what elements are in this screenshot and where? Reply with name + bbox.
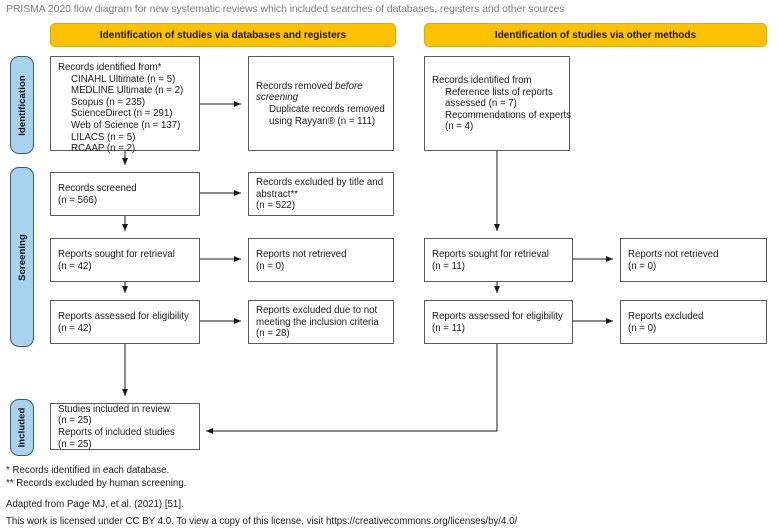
footnote-adapted-from: Adapted from Page MJ, et al. (2021) [51]… (6, 499, 184, 510)
studies-included-label: Studies included in review (58, 403, 171, 415)
removed-line-2: screening (256, 92, 387, 104)
removed-line-1: Records removed before (256, 81, 387, 93)
box-reports-sought-left: Reports sought for retrieval (n = 42) (50, 238, 200, 282)
reports-not-retrieved-right-count: (n = 0) (628, 260, 657, 272)
box-reports-excluded-right: Reports excluded (n = 0) (620, 300, 767, 344)
removed-dup-2: using Rayyan® (n = 111) (269, 115, 376, 127)
removed-emph-before: before (335, 80, 363, 92)
header-databases-registers-label: Identification of studies via databases … (99, 29, 347, 41)
studies-included-count: (n = 25) (58, 415, 92, 427)
box-records-identified-from: Records identified from* CINAHL Ultimate… (50, 56, 200, 154)
reports-assessed-right-count: (n = 11) (432, 322, 465, 334)
footnote-single-asterisk: * Records identified in each database. (6, 465, 170, 476)
other-experts-2: (n = 4) (445, 121, 474, 133)
reports-assessed-left-label: Reports assessed for eligibility (58, 310, 189, 322)
reports-excluded-right-label: Reports excluded (628, 310, 704, 322)
records-excluded-count: (n = 522) (256, 200, 296, 212)
db-cinahl: CINAHL Ultimate (n = 5) (71, 73, 176, 85)
removed-text: Records removed (256, 80, 336, 92)
db-medline: MEDLINE Ultimate (n = 2) (71, 85, 184, 97)
header-databases-registers: Identification of studies via databases … (50, 23, 396, 47)
reports-excluded-right-count: (n = 0) (628, 322, 657, 334)
box-records-removed-before-screening: Records removed before screening Duplica… (248, 56, 394, 151)
reports-assessed-left-count: (n = 42) (58, 322, 92, 334)
removed-emph-screening: screening (256, 92, 299, 104)
stage-label-included: Included (16, 407, 28, 448)
db-rcaap: RCAAP (n = 2) (71, 143, 136, 155)
stage-rail-screening: Screening (10, 167, 34, 347)
removed-dup-1: Duplicate records removed (269, 104, 385, 115)
stage-rail-identification: Identification (10, 56, 34, 154)
header-other-methods-label: Identification of studies via other meth… (494, 29, 697, 41)
reports-sought-left-label: Reports sought for retrieval (58, 248, 175, 260)
reports-sought-right-label: Reports sought for retrieval (432, 248, 549, 260)
reports-not-retrieved-right-label: Reports not retrieved (628, 248, 719, 260)
box-title: Records identified from* (58, 62, 162, 73)
db-web-of-science: Web of Science (n = 137) (71, 119, 181, 131)
db-sciencedirect: ScienceDirect (n = 291) (71, 108, 173, 120)
reports-excluded-left-count: (n = 28) (256, 328, 290, 340)
box-reports-sought-right: Reports sought for retrieval (n = 11) (424, 238, 573, 282)
other-experts-1: Recommendations of experts (445, 109, 571, 121)
reports-included-label: Reports of included studies (58, 427, 175, 438)
header-other-methods: Identification of studies via other meth… (424, 23, 767, 47)
other-title: Records identified from (432, 75, 532, 87)
box-studies-included: Studies included in review (n = 25) Repo… (50, 403, 200, 450)
stage-rail-included: Included (10, 399, 34, 456)
records-screened-label: Records screened (58, 182, 137, 194)
reports-included-count: (n = 25) (58, 438, 92, 450)
records-excluded-label-2: abstract** (256, 188, 298, 200)
reports-assessed-right-label: Reports assessed for eligibility (432, 310, 563, 322)
box-reports-not-retrieved-right: Reports not retrieved (n = 0) (620, 238, 767, 282)
box-records-excluded: Records excluded by title and abstract**… (248, 172, 394, 216)
records-excluded-label-1: Records excluded by title and (256, 177, 384, 189)
box-reports-excluded-left: Reports excluded due to not meeting the … (248, 300, 394, 344)
db-lilacs: LILACS (n = 5) (71, 131, 136, 143)
footnote-license: This work is licensed under CC BY 4.0. T… (6, 516, 518, 527)
reports-not-retrieved-left-count: (n = 0) (256, 260, 285, 272)
reports-excluded-left-label-1: Reports excluded due to not (256, 305, 378, 317)
reports-excluded-left-label-2: meeting the inclusion criteria (256, 316, 379, 328)
reports-not-retrieved-left-label: Reports not retrieved (256, 248, 347, 260)
reports-sought-left-count: (n = 42) (58, 260, 92, 272)
box-reports-assessed-left: Reports assessed for eligibility (n = 42… (50, 300, 200, 344)
box-reports-assessed-right: Reports assessed for eligibility (n = 11… (424, 300, 573, 344)
other-ref-lists-1: Reference lists of reports (445, 86, 553, 98)
stage-label-identification: Identification (16, 74, 28, 136)
other-ref-lists-2: assessed (n = 7) (445, 98, 517, 110)
footnote-double-asterisk: ** Records excluded by human screening. (6, 478, 187, 489)
stage-label-screening: Screening (16, 233, 28, 281)
box-records-identified-other-methods: Records identified from Reference lists … (424, 56, 571, 151)
reports-sought-right-count: (n = 11) (432, 260, 465, 272)
box-reports-not-retrieved-left: Reports not retrieved (n = 0) (248, 238, 394, 282)
db-scopus: Scopus (n = 235) (71, 96, 146, 108)
records-screened-count: (n = 566) (58, 194, 98, 206)
page-title: PRISMA 2020 flow diagram for new systema… (6, 3, 565, 15)
box-records-screened: Records screened (n = 566) (50, 172, 200, 216)
